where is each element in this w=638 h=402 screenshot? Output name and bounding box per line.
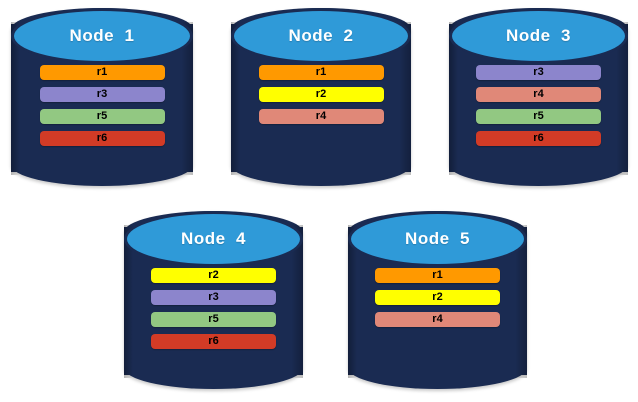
node-cylinder-5[interactable]: Node 5 r1 r2 r4 xyxy=(348,211,527,389)
replica-label: r4 xyxy=(533,88,544,100)
replica-bar[interactable]: r5 xyxy=(39,109,165,124)
replica-stack: r3 r4 r5 r6 xyxy=(449,65,628,146)
cylinder-top-cap: Node 2 xyxy=(231,8,411,64)
node-title: Node 1 xyxy=(69,26,135,45)
cylinder-top-cap: Node 1 xyxy=(11,8,193,64)
replica-label: r1 xyxy=(96,66,108,78)
replica-bar[interactable]: r3 xyxy=(39,87,165,102)
node-cylinder-2[interactable]: Node 2 r1 r2 r4 xyxy=(231,8,411,186)
replica-label: r2 xyxy=(315,88,327,100)
replica-label: r1 xyxy=(432,269,443,281)
replica-bar[interactable]: r4 xyxy=(476,87,601,102)
replica-label: r5 xyxy=(96,110,108,122)
replica-bar[interactable]: r6 xyxy=(476,131,601,146)
cylinder-top-cap: Node 3 xyxy=(449,8,628,64)
replica-label: r1 xyxy=(315,66,327,78)
replica-bar[interactable]: r2 xyxy=(258,87,384,102)
cylinder-top-cap: Node 5 xyxy=(348,211,527,267)
node-cylinder-1[interactable]: Node 1 r1 r3 r5 r6 xyxy=(11,8,193,186)
replica-bar[interactable]: r5 xyxy=(476,109,601,124)
node-title: Node 2 xyxy=(288,26,354,45)
replica-label: r6 xyxy=(533,132,544,144)
node-title: Node 4 xyxy=(181,229,246,248)
replica-label: r6 xyxy=(96,132,108,144)
node-cylinder-4[interactable]: Node 4 r2 r3 r5 r6 xyxy=(124,211,303,389)
replica-bar[interactable]: r2 xyxy=(151,268,276,283)
replica-bar[interactable]: r6 xyxy=(151,334,276,349)
cylinder-top-cap: Node 4 xyxy=(124,211,303,267)
replica-bar[interactable]: r4 xyxy=(375,312,500,327)
replica-bar[interactable]: r5 xyxy=(151,312,276,327)
replica-label: r3 xyxy=(96,88,108,100)
replica-bar[interactable]: r2 xyxy=(375,290,500,305)
replica-bar[interactable]: r1 xyxy=(39,65,165,80)
replica-bar[interactable]: r3 xyxy=(151,290,276,305)
replica-bar[interactable]: r1 xyxy=(258,65,384,80)
replica-bar[interactable]: r6 xyxy=(39,131,165,146)
replica-stack: r1 r3 r5 r6 xyxy=(11,65,193,146)
node-title: Node 5 xyxy=(405,229,470,248)
replica-label: r2 xyxy=(432,291,443,303)
replica-stack: r2 r3 r5 r6 xyxy=(124,268,303,349)
replica-label: r6 xyxy=(208,335,219,347)
replica-stack: r1 r2 r4 xyxy=(348,268,527,327)
replica-bar[interactable]: r3 xyxy=(476,65,601,80)
replica-label: r3 xyxy=(533,66,544,78)
node-cylinder-3[interactable]: Node 3 r3 r4 r5 r6 xyxy=(449,8,628,186)
replica-label: r3 xyxy=(208,291,219,303)
node-title: Node 3 xyxy=(506,26,571,45)
replica-label: r4 xyxy=(315,110,327,122)
replica-label: r5 xyxy=(533,110,544,122)
replica-bar[interactable]: r4 xyxy=(258,109,384,124)
replica-label: r2 xyxy=(208,269,219,281)
replica-label: r5 xyxy=(208,313,219,325)
replica-label: r4 xyxy=(432,313,443,325)
replica-bar[interactable]: r1 xyxy=(375,268,500,283)
replica-stack: r1 r2 r4 xyxy=(231,65,411,124)
